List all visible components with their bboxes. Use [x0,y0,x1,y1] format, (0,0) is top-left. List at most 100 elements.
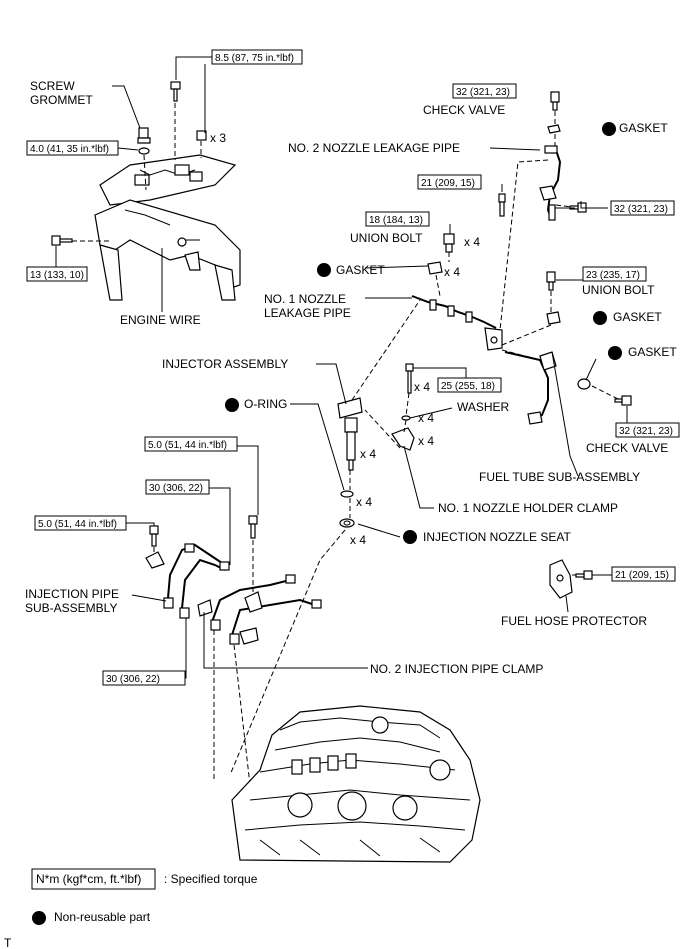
torque-25: 25 (255, 18) [441,381,495,392]
label-x4-gasket-left: x 4 [444,265,460,279]
label-screw: SCREW [30,79,75,93]
label-x4-injector: x 4 [360,447,376,461]
torque-30-lower: 30 (306, 22) [106,674,160,685]
bolt-5-0-left-part [149,525,159,547]
union-bolt-right-part [546,271,556,291]
non-reusable-dot [593,311,607,325]
injector-assembly-drawing [337,397,363,471]
diagram-labels: SCREW GROMMET CHECK VALVE NO. 2 NOZZLE L… [4,79,677,949]
gasket-mid-right-part [546,311,561,325]
legend-non-reusable-desc: Non-reusable part [54,910,151,924]
label-x4-clamp: x 4 [418,434,434,448]
fuel-hose-protector-drawing [549,559,573,599]
bolt-5-0-upper-part [248,515,258,539]
torque-8-5: 8.5 (87, 75 in.*lbf) [215,53,294,64]
label-x4-seat: x 4 [350,533,366,547]
label-union-bolt-right: UNION BOLT [582,283,655,297]
label-x4-oring: x 4 [356,495,372,509]
label-x4-bolt: x 4 [414,380,430,394]
torque-5-0-left: 5.0 (51, 44 in.*lbf) [38,519,117,530]
bolt-21-bottom-part [575,570,593,580]
no2-leak-pipe-drawing [539,145,562,221]
label-gasket-right: GASKET [628,345,677,359]
label-x3: x 3 [210,131,226,145]
label-injection-pipe: INJECTION PIPE [25,587,119,601]
injection-pipe-leaders [118,445,368,679]
label-fuel-tube: FUEL TUBE SUB-ASSEMBLY [479,470,640,484]
torque-13: 13 (133, 10) [30,270,84,281]
nut-part [196,130,207,141]
injection-nozzle-seat-part [339,518,355,528]
label-gasket-left: GASKET [336,263,385,277]
mid-right-dash-lines [435,252,621,401]
label-washer: WASHER [457,400,510,414]
label-check-valve-top: CHECK VALVE [423,103,505,117]
label-fuel-hose-protector: FUEL HOSE PROTECTOR [501,614,647,628]
legend-torque-desc: : Specified torque [164,872,258,886]
torque-30-upper: 30 (306, 22) [149,483,203,494]
non-reusable-dot [225,398,239,412]
mid-right-leaders [364,147,628,477]
label-grommet: GROMMET [30,93,93,107]
fuel-tube-drawing [504,351,557,425]
torque-32-top: 32 (321, 23) [456,87,510,98]
label-engine-wire: ENGINE WIRE [120,313,201,327]
label-x4-washer: x 4 [418,411,434,425]
engine-wire-dash-lines [72,103,202,242]
no2-leak-dash-lines [499,111,573,331]
torque-21-bottom: 21 (209, 15) [615,570,669,581]
no2-injection-pipe-clamp-part [145,551,165,569]
gasket-right-part [577,378,591,390]
legend: N*m (kgf*cm, ft.*lbf) : Specified torque… [31,868,258,925]
injection-pipe-drawing [163,543,322,645]
torque-5-0-upper: 5.0 (51, 44 in.*lbf) [148,440,227,451]
torque-4-0: 4.0 (41, 35 in.*lbf) [30,144,109,155]
injector-dash-lines [229,299,421,776]
engine-block-drawing [231,705,481,863]
union-bolt-left-part [443,233,455,253]
engine-wire-drawing [94,154,241,301]
no1-leak-pipe-drawing [411,295,503,351]
torque-boxes: 8.5 (87, 75 in.*lbf) 4.0 (41, 35 in.*lbf… [26,49,680,686]
check-valve-top-part [550,91,560,111]
no1-nozzle-holder-clamp-part [391,427,415,451]
label-x4-union-bolt: x 4 [464,235,480,249]
legend-non-reusable-dot [32,911,46,925]
torque-18: 18 (184, 13) [369,215,423,226]
label-sub-assembly: SUB-ASSEMBLY [25,601,117,615]
non-reusable-markers [225,122,622,544]
label-no1-nozzle-holder-clamp: NO. 1 NOZZLE HOLDER CLAMP [438,501,618,515]
label-gasket-top: GASKET [619,121,668,135]
non-reusable-dot [608,346,622,360]
torque-21-top: 21 (209, 15) [421,178,475,189]
label-no1-nozzle: NO. 1 NOZZLE [264,292,346,306]
check-valve-right-part [614,395,632,406]
fuel-hose-leaders [565,574,612,613]
non-reusable-dot [317,263,331,277]
bolt-25-part [405,363,414,394]
bolt-21-top-part [498,193,506,217]
label-injection-nozzle-seat: INJECTION NOZZLE SEAT [423,530,571,544]
label-no2-injection-pipe-clamp: NO. 2 INJECTION PIPE CLAMP [370,662,543,676]
non-reusable-dot [403,530,417,544]
gasket-left-part [427,261,443,275]
washer-part [401,415,411,421]
bolt-8-5-part [170,81,181,102]
torque-32-right: 32 (321, 23) [619,426,673,437]
torque-23: 23 (235, 17) [586,270,640,281]
label-gasket-mid-right: GASKET [613,310,662,324]
corner-mark: T [4,936,12,949]
legend-torque-unit: N*m (kgf*cm, ft.*lbf) [36,872,141,886]
injection-pipe-dash-lines [153,540,254,786]
label-check-valve-right: CHECK VALVE [586,441,668,455]
gasket-top-part [547,124,561,134]
label-no2-nozzle-leakage-pipe: NO. 2 NOZZLE LEAKAGE PIPE [288,141,460,155]
label-injector-assembly: INJECTOR ASSEMBLY [162,357,288,371]
bolt-13-part [51,235,73,246]
o-ring-part [340,490,354,498]
label-leakage-pipe: LEAKAGE PIPE [264,306,351,320]
non-reusable-dot [602,122,616,136]
screw-grommet-part [137,127,151,155]
label-o-ring: O-RING [244,397,287,411]
